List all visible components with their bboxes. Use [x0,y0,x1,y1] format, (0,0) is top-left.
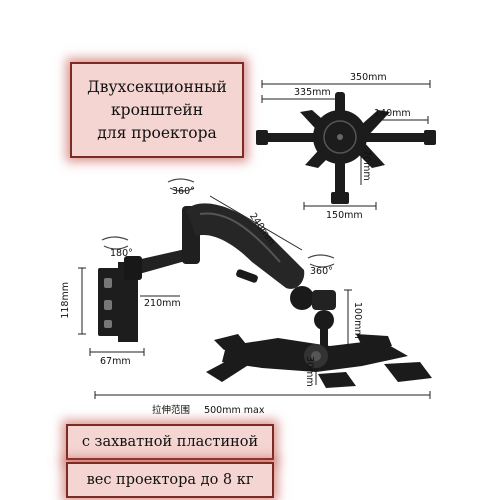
feature-plate-text: с захватной пластиной [81,434,259,450]
dim-plate-diag: 335mm [294,87,331,98]
title-box: Двухсекционный кронштейн для проектора [70,62,244,158]
rotation-top-label: 360° [172,186,195,197]
dim-mount-height: 118mm [60,282,71,319]
dimension-lines [78,195,431,399]
rotation-right-label: 360° [310,266,333,277]
feature-weight-text: вес проектора до 8 кг [86,472,254,488]
upper-arm [186,203,305,289]
dim-arm-extension: 210mm [144,298,181,309]
head-joint [290,286,314,310]
rotation-arrows [101,178,335,268]
dim-plate-base: 150mm [326,210,363,221]
range-label: 拉伸范围 500mm max [152,402,264,416]
dim-mount-width: 67mm [100,356,131,367]
title-line-2: кронштейн [110,100,204,119]
range-label-cn: 拉伸范围 [152,405,191,416]
feature-weight-box: вес проектора до 8 кг [66,462,274,498]
title-line-3: для проектора [97,123,217,142]
feature-plate-box: с захватной пластиной [66,424,274,460]
dim-plate-height: 30mm [304,356,315,387]
dim-drop: 100mm [352,302,363,339]
range-value: 500mm max [204,405,265,416]
title-line-1: Двухсекционный [87,77,227,96]
dim-plate-width: 350mm [350,72,387,83]
rotation-left-label: 180° [110,248,133,259]
dim-plate-arm: 140mm [374,108,411,119]
lower-arm [128,248,196,276]
plate-diagram [261,80,431,210]
dim-plate-center: 70mm [361,150,372,181]
